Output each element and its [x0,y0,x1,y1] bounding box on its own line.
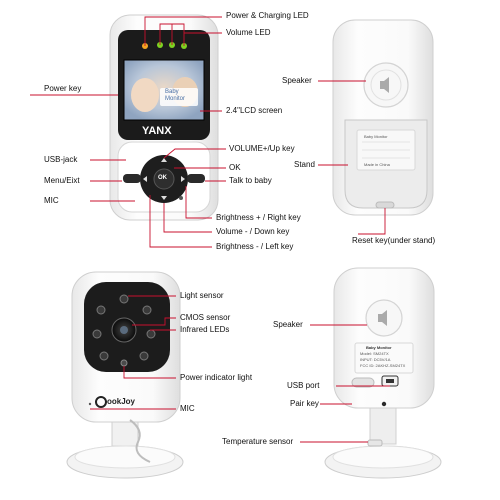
label-power-key: Power key [44,84,82,93]
camera-speaker-symbol-icon [378,310,387,326]
label-volume-down-key: Volume - / Down key [216,227,290,236]
temperature-probe-icon [381,401,387,407]
camera-brand-logo: ookJoy [107,397,136,406]
camera-cable [129,419,151,463]
label-infrared-leds: Infrared LEDs [180,325,230,334]
label-usb-port: USB port [287,381,320,390]
label-menu-exit: Menu/Eixt [44,176,80,185]
menu-button [123,174,141,183]
parent-sticker-line2: Made in China [364,162,390,167]
camera-sticker-line4: FCC ID: 2AKHZ-SM24TX [360,363,406,368]
light-sensor-icon [119,294,129,304]
arrow-right-icon [181,176,185,182]
label-reset-key: Reset key(under stand) [352,236,436,245]
label-power-indicator: Power indicator light [180,373,253,382]
label-parent-speaker: Speaker [282,76,312,85]
power-indicator-icon [120,359,128,367]
pair-key-button [351,377,375,388]
screen-caption-line1: Baby [165,89,179,95]
camera-sticker-line2: Model: SM24TX [360,351,389,356]
speaker-ring [370,69,402,101]
callout-lines [30,16,390,443]
mic-hole-icon [179,196,183,200]
label-parent-mic: MIC [44,196,59,205]
talk-button [187,174,205,183]
camera-back-sticker [354,342,414,374]
camera-sticker-line3: INPUT: DC5V/1A [360,357,391,362]
camera-back [324,267,442,479]
baby-figure-left [131,78,159,112]
label-volume-up-key: VOLUME+/Up key [229,144,295,153]
label-usb-jack: USB-jack [44,155,78,164]
label-ok: OK [229,163,241,172]
label-brightness-right-key: Brightness + / Right key [216,213,301,222]
parent-unit-back [332,19,434,216]
label-power-charging-led: Power & Charging LED [226,11,309,20]
screen-caption-line2: Monitor [165,96,186,102]
label-camera-speaker: Speaker [273,320,303,329]
ir-led-icon [139,351,149,361]
label-temperature-sensor: Temperature sensor [222,437,294,446]
lens-center [120,326,128,334]
parent-brand-logo: YANX [142,125,172,137]
label-pair-key: Pair key [290,399,319,408]
label-cmos-sensor: CMOS sensor [180,313,231,322]
label-talk-to-baby: Talk to baby [229,176,272,185]
screen-caption-box [160,88,198,106]
ok-button-label[interactable]: OK [158,175,167,181]
ir-led-icon [146,329,156,339]
camera-mic-hole-icon [88,402,92,406]
ok-button-shape [153,168,175,190]
arrow-down-icon [161,196,167,200]
label-stand: Stand [294,160,315,169]
brand-logo-icon [95,396,107,408]
ir-led-icon [142,305,152,315]
ir-led-icon [92,329,102,339]
camera-back-base-top [332,445,434,469]
speaker-symbol-icon [380,77,389,93]
label-camera-mic: MIC [180,404,195,413]
reset-key-slot [375,201,395,209]
camera-front [66,271,184,479]
parent-sticker-line1: Baby Monitor [364,134,388,139]
camera-sticker-line1: Baby Monitor [366,345,392,350]
arrow-left-icon [143,176,147,182]
ir-led-icon [99,351,109,361]
camera-back-body [333,267,435,409]
label-lcd-screen: 2.4"LCD screen [226,106,283,115]
ir-led-icon [96,305,106,315]
label-brightness-left-key: Brightness - / Left key [216,242,294,251]
label-light-sensor: Light sensor [180,291,224,300]
camera-base-top [74,445,176,469]
temperature-sensor-grille [367,439,383,447]
arrow-up-icon [161,158,167,162]
parent-unit-front [109,14,219,221]
label-volume-led: Volume LED [226,28,271,37]
